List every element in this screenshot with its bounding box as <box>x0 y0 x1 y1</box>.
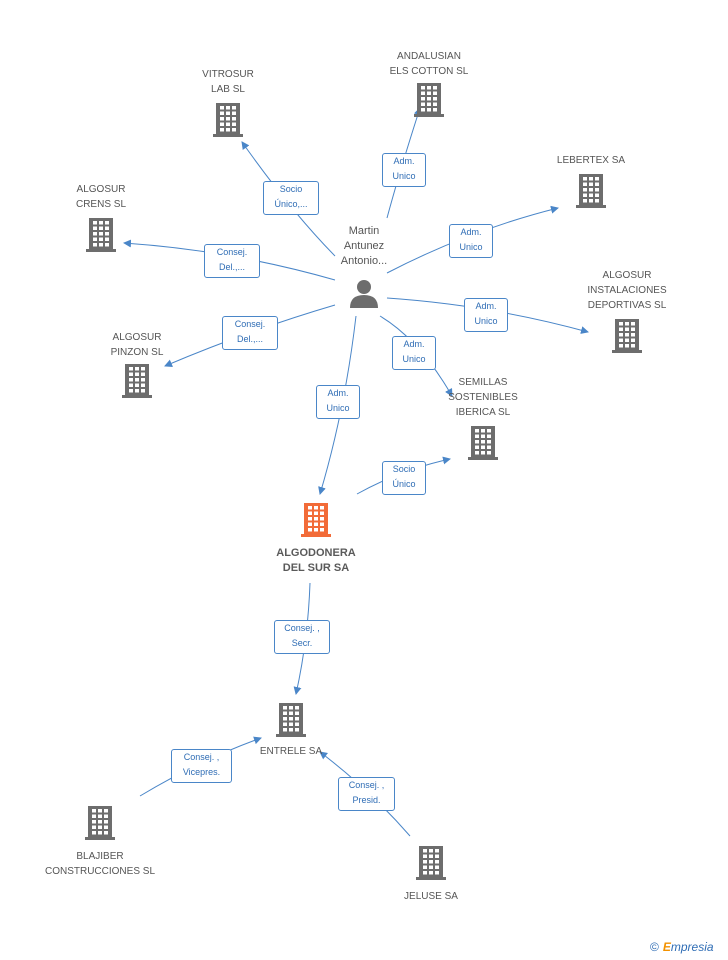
relation-badge-algodonera-semillas[interactable]: Socio Único <box>382 461 426 495</box>
company-andalusian[interactable]: ANDALUSIAN ELS COTTON SL <box>349 49 509 122</box>
relation-badge-instalaciones[interactable]: Adm. Unico <box>464 298 508 332</box>
company-label: ALGOSUR INSTALACIONES DEPORTIVAS SL <box>587 270 667 311</box>
brand-name: mpresia <box>670 940 714 954</box>
copyright-icon: © <box>650 940 659 954</box>
person-icon <box>350 280 378 308</box>
brand-logo-e: E <box>662 940 671 954</box>
company-algosur-crens[interactable]: ALGOSUR CRENS SL <box>21 182 181 257</box>
relation-badge-vitrosur[interactable]: Socio Único,... <box>263 181 319 215</box>
building-icon <box>148 103 308 142</box>
relation-badge-algodonera-entrele[interactable]: Consej. , Secr. <box>274 620 330 654</box>
building-icon <box>21 218 181 257</box>
company-label: ALGODONERA DEL SUR SA <box>276 547 356 574</box>
relation-badge-lebertex[interactable]: Adm. Unico <box>449 224 493 258</box>
company-label: JELUSE SA <box>404 891 458 902</box>
building-icon <box>403 426 563 465</box>
company-blajiber[interactable]: BLAJIBER CONSTRUCCIONES SL <box>20 806 180 879</box>
relation-badge-andalusian[interactable]: Adm. Unico <box>382 153 426 187</box>
building-icon <box>547 319 707 358</box>
person-node[interactable] <box>348 278 380 308</box>
relation-badge-crens[interactable]: Consej. Del.,... <box>204 244 260 278</box>
company-label: ANDALUSIAN ELS COTTON SL <box>389 51 469 77</box>
company-label: VITROSUR LAB SL <box>202 69 254 95</box>
relation-badge-blajiber-entrele[interactable]: Consej. , Vicepres. <box>171 749 232 783</box>
relation-badge-pinzon[interactable]: Consej. Del.,... <box>222 316 278 350</box>
building-icon <box>351 846 511 885</box>
company-lebertex[interactable]: LEBERTEX SA <box>511 153 671 213</box>
company-label: ENTRELE SA <box>259 746 323 757</box>
company-semillas[interactable]: SEMILLAS SOSTENIBLES IBERICA SL <box>403 375 563 465</box>
person-name[interactable]: Martin Antunez Antonio... <box>340 225 388 267</box>
company-jeluse[interactable]: JELUSE SA <box>351 846 511 904</box>
building-icon <box>20 806 180 845</box>
company-label: ALGOSUR PINZON SL <box>110 332 164 358</box>
building-icon <box>511 174 671 213</box>
relation-badge-algodonera[interactable]: Adm. Unico <box>316 385 360 419</box>
empresia-brand[interactable]: ©Empresia <box>650 940 714 954</box>
company-entrele[interactable]: ENTRELE SA <box>211 703 371 759</box>
building-icon <box>57 364 217 403</box>
company-label: LEBERTEX SA <box>556 155 626 166</box>
company-algosur-instalaciones[interactable]: ALGOSUR INSTALACIONES DEPORTIVAS SL <box>547 268 707 358</box>
company-label: BLAJIBER CONSTRUCCIONES SL <box>44 851 155 877</box>
building-icon <box>211 703 371 742</box>
company-label: ALGOSUR CRENS SL <box>75 184 126 210</box>
building-icon <box>349 83 509 122</box>
relation-badge-semillas[interactable]: Adm. Unico <box>392 336 436 370</box>
company-label: SEMILLAS SOSTENIBLES IBERICA SL <box>448 377 518 418</box>
building-icon-highlighted <box>236 503 396 542</box>
relation-badge-jeluse-entrele[interactable]: Consej. , Presid. <box>338 777 395 811</box>
company-vitrosur[interactable]: VITROSUR LAB SL <box>148 67 308 142</box>
company-algosur-pinzon[interactable]: ALGOSUR PINZON SL <box>57 330 217 403</box>
company-algodonera-main[interactable]: ALGODONERA DEL SUR SA <box>236 503 396 576</box>
